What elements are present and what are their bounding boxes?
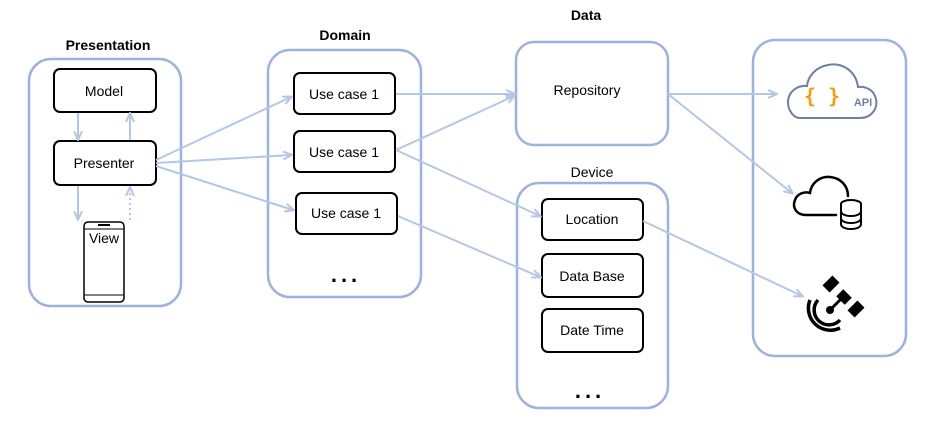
cloud-database-icon bbox=[792, 175, 862, 231]
api-label: API bbox=[854, 97, 872, 109]
heading-data: Data bbox=[571, 7, 602, 23]
presenter-label: Presenter bbox=[74, 155, 135, 171]
model-box bbox=[53, 68, 157, 113]
view-phone-icon bbox=[83, 221, 125, 303]
heading-presentation: Presentation bbox=[66, 37, 151, 53]
heading-device: Device bbox=[571, 164, 614, 180]
use-case-label-3: Use case 1 bbox=[311, 205, 381, 221]
arrow-usecase-2-to-repository bbox=[395, 96, 514, 151]
arrow-presenter-to-usecase-1 bbox=[155, 97, 291, 161]
device-item-location bbox=[541, 198, 644, 241]
repository-label: Repository bbox=[554, 82, 621, 98]
arrow-repository-to-cloud-db bbox=[667, 93, 792, 193]
device-ellipsis: ... bbox=[575, 378, 605, 403]
arrow-location-to-satellite bbox=[642, 220, 802, 296]
domain-ellipsis: ... bbox=[331, 262, 361, 287]
model-label: Model bbox=[85, 83, 123, 99]
cloud-api-icon: { } API bbox=[786, 63, 878, 119]
arrow-usecase-3-to-database bbox=[397, 215, 540, 277]
device-label-datetime: Date Time bbox=[560, 322, 624, 338]
use-case-label-2: Use case 1 bbox=[309, 144, 379, 160]
external-services-container bbox=[751, 38, 908, 358]
use-case-box-1 bbox=[293, 72, 396, 115]
use-case-box-3 bbox=[295, 192, 398, 235]
use-case-box-2 bbox=[293, 130, 396, 173]
heading-domain: Domain bbox=[319, 27, 370, 43]
arrow-presenter-to-usecase-2 bbox=[155, 155, 291, 164]
device-item-datetime bbox=[541, 308, 644, 353]
satellite-icon bbox=[806, 275, 865, 332]
use-case-label-1: Use case 1 bbox=[309, 86, 379, 102]
device-label-database: Data Base bbox=[559, 268, 625, 284]
api-braces: { } bbox=[804, 84, 840, 108]
device-label-location: Location bbox=[566, 211, 619, 227]
view-label: View bbox=[89, 230, 120, 246]
arrow-usecase-2-to-location bbox=[395, 149, 540, 216]
arrow-presenter-to-usecase-3 bbox=[155, 165, 293, 210]
